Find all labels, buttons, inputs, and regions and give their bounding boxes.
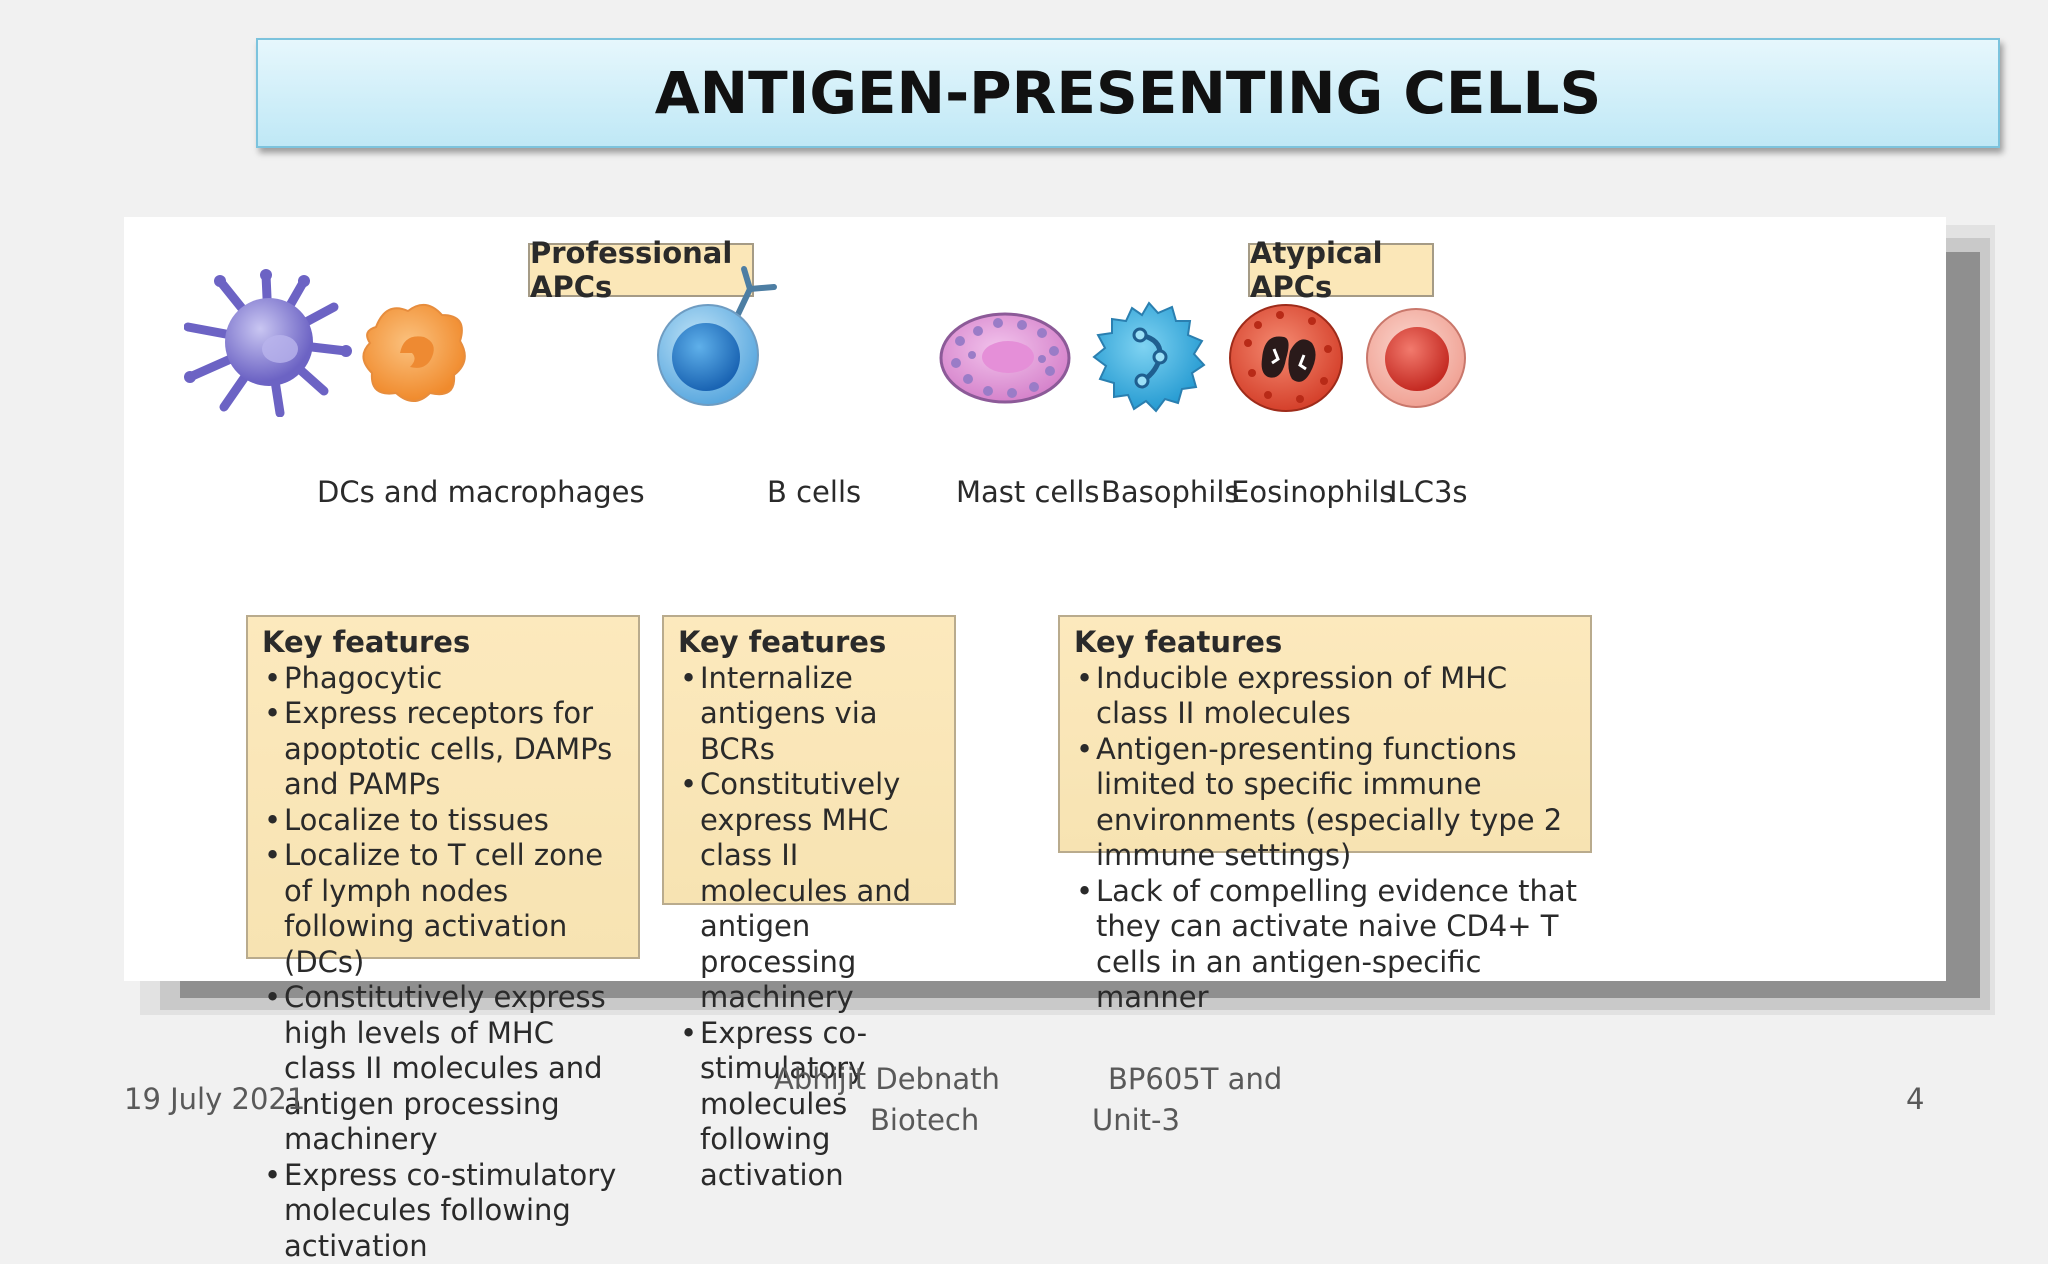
footer-page-number: 4: [1906, 1082, 1924, 1116]
footer-date: 19 July 2021: [124, 1082, 305, 1116]
features-list: Inducible expression of MHC class II mol…: [1074, 661, 1578, 1016]
b-cell-icon: [648, 263, 778, 413]
atypical-apcs-label: Atypical APCs: [1248, 243, 1434, 297]
list-item: Express receptors for apoptotic cells, D…: [262, 696, 626, 803]
ilc3s-label: ILC3s: [1389, 475, 1468, 509]
mast-cell-icon: [938, 311, 1072, 405]
mast-cells-label: Mast cells: [956, 475, 1100, 509]
eosinophil-icon: [1228, 303, 1344, 413]
macrophage-icon: [356, 297, 472, 405]
slide-title: ANTIGEN-PRESENTING CELLS: [655, 59, 1602, 127]
list-item: Localize to T cell zone of lymph nodes f…: [262, 838, 626, 980]
b-cells-label: B cells: [767, 475, 861, 509]
list-item: Express co-stimulatory molecules followi…: [262, 1158, 626, 1264]
footer-course-line1: BP605T and: [1108, 1062, 1282, 1096]
basophils-label: Basophils: [1101, 475, 1240, 509]
list-item: Constitutively express high levels of MH…: [262, 980, 626, 1158]
features-heading: Key features: [262, 625, 626, 661]
features-heading: Key features: [678, 625, 942, 661]
features-heading: Key features: [1074, 625, 1578, 661]
list-item: Antigen-presenting functions limited to …: [1074, 732, 1578, 874]
footer-author-line1: Abhijit Debnath: [774, 1062, 1000, 1096]
b-cell-features-box: Key features Internalize antigens via BC…: [662, 615, 956, 905]
ilc3-icon: [1364, 307, 1468, 409]
slide-title-bar: ANTIGEN-PRESENTING CELLS: [256, 38, 2000, 148]
list-item: Inducible expression of MHC class II mol…: [1074, 661, 1578, 732]
footer-course-line2: Unit-3: [1092, 1103, 1180, 1137]
features-list: Phagocytic Express receptors for apoptot…: [262, 661, 626, 1264]
list-item: Constitutively express MHC class II mole…: [678, 767, 942, 1016]
list-item: Phagocytic: [262, 661, 626, 697]
list-item: Localize to tissues: [262, 803, 626, 839]
footer-author-line2: Biotech: [870, 1103, 979, 1137]
apc-figure: Professional APCs Atypical APCs: [124, 217, 1946, 981]
professional-dc-features-box: Key features Phagocytic Express receptor…: [246, 615, 640, 959]
list-item: Lack of compelling evidence that they ca…: [1074, 874, 1578, 1016]
atypical-features-box: Key features Inducible expression of MHC…: [1058, 615, 1592, 853]
eosinophils-label: Eosinophils: [1231, 475, 1394, 509]
list-item: Internalize antigens via BCRs: [678, 661, 942, 768]
basophil-icon: [1090, 299, 1208, 417]
dcs-macrophages-label: DCs and macrophages: [317, 475, 645, 509]
dendritic-cell-icon: [184, 267, 354, 417]
